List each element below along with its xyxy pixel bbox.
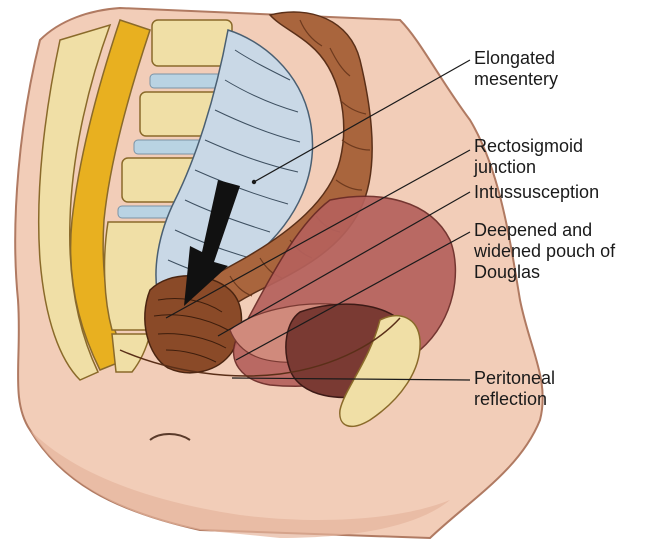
label-line: reflection <box>474 389 555 410</box>
label-intussusception: Intussusception <box>474 182 599 203</box>
label-line: Peritoneal <box>474 368 555 389</box>
label-elongated-mesentery: Elongated mesentery <box>474 48 558 90</box>
label-line: Deepened and <box>474 220 615 241</box>
label-peritoneal-reflection: Peritoneal reflection <box>474 368 555 410</box>
label-line: Intussusception <box>474 182 599 203</box>
label-line: Douglas <box>474 262 615 283</box>
leader-mesentery-dot <box>252 180 256 184</box>
label-pouch-of-douglas: Deepened and widened pouch of Douglas <box>474 220 615 283</box>
label-line: junction <box>474 157 583 178</box>
label-line: Elongated <box>474 48 558 69</box>
label-line: mesentery <box>474 69 558 90</box>
label-line: widened pouch of <box>474 241 615 262</box>
label-line: Rectosigmoid <box>474 136 583 157</box>
label-rectosigmoid-junction: Rectosigmoid junction <box>474 136 583 178</box>
